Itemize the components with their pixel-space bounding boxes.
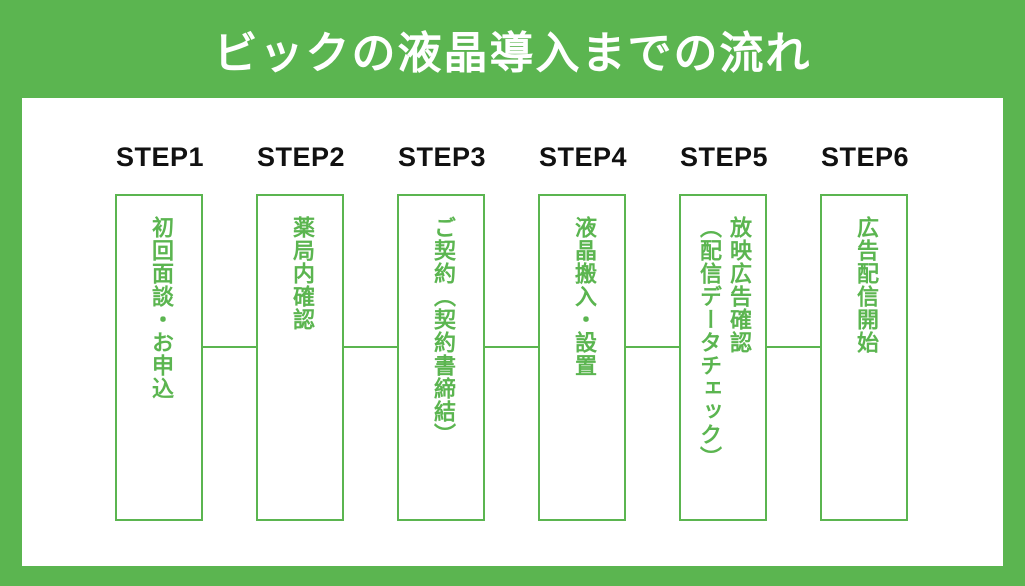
- step-4-box: 液晶搬入・設置: [538, 194, 626, 521]
- step-6-text: 広告配信開始: [853, 216, 878, 354]
- page-title: ビックの液晶導入までの流れ: [213, 28, 812, 79]
- step-2-text: 薬局内確認: [289, 216, 314, 331]
- step-1-box: 初回面談・お申込: [115, 194, 203, 521]
- step-4-text: 液晶搬入・設置: [571, 216, 596, 377]
- connector-5-6: [767, 346, 820, 348]
- step-6-label: STEP6: [820, 142, 910, 172]
- step-3-label: STEP3: [397, 142, 487, 172]
- connector-2-3: [344, 346, 397, 348]
- step-2-label: STEP2: [256, 142, 346, 172]
- step-4-label: STEP4: [538, 142, 628, 172]
- step-3-text: ご契約（契約書締結）: [430, 216, 455, 446]
- step-5-label: STEP5: [679, 142, 769, 172]
- step-1-label: STEP1: [115, 142, 205, 172]
- step-3-box: ご契約（契約書締結）: [397, 194, 485, 521]
- step-5-text-main: 放映広告確認: [726, 216, 751, 354]
- connector-3-4: [485, 346, 538, 348]
- step-5-box: 放映広告確認 （配信データチェック）: [679, 194, 767, 521]
- step-6-box: 広告配信開始: [820, 194, 908, 521]
- step-1-text: 初回面談・お申込: [148, 216, 173, 400]
- step-2-box: 薬局内確認: [256, 194, 344, 521]
- connector-1-2: [203, 346, 256, 348]
- connector-4-5: [626, 346, 679, 348]
- step-5-text-sub: （配信データチェック）: [696, 216, 721, 469]
